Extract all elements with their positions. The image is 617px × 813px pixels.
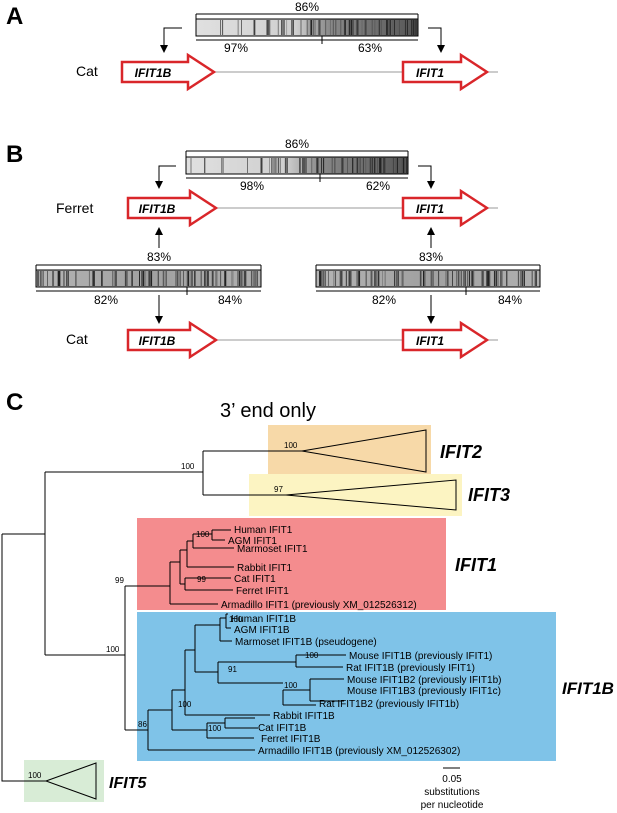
sequence-variation-stripes	[190, 158, 408, 173]
bootstrap-value: 100	[305, 651, 319, 660]
gene-label: IFIT1B	[135, 66, 172, 80]
ifit1b-taxa: Human IFIT1B AGM IFIT1B Marmoset IFIT1B …	[231, 614, 502, 757]
taxon-label: Human IFIT1B	[231, 614, 296, 625]
taxon-label: Rat IFIT1B2 (previously IFIT1b)	[319, 699, 459, 710]
left-segment-identity: 82%	[94, 293, 118, 307]
species-cat-a: Cat	[76, 63, 98, 79]
taxon-label: Marmoset IFIT1	[237, 544, 308, 555]
sequence-variation-stripes	[319, 271, 537, 286]
scale-bar: 0.05 substitutions per nucleotide	[421, 767, 484, 811]
gene-arrow-ifit1b-a: IFIT1B	[120, 52, 217, 92]
bootstrap-value: 100	[196, 530, 210, 539]
right-segment-identity: 84%	[498, 293, 522, 307]
sequence-variation-stripes	[220, 20, 417, 35]
gene-arrow-ifit1-a: IFIT1	[401, 52, 490, 92]
bootstrap-value: 91	[228, 665, 237, 674]
left-mapping-arrow	[158, 165, 176, 183]
bootstrap-value: 100	[284, 681, 298, 690]
taxon-label: Armadillo IFIT1B (previously XM_01252630…	[258, 746, 460, 757]
taxon-label: Rabbit IFIT1B	[273, 711, 335, 722]
bootstrap-value: 99	[115, 576, 124, 585]
clade-label-ifit1: IFIT1	[455, 555, 497, 575]
bootstrap-value: 100	[284, 441, 298, 450]
ifit3-collapsed-triangle	[285, 479, 457, 511]
left-segment-identity: 98%	[240, 179, 264, 193]
right-segment-identity: 62%	[366, 179, 390, 193]
left-mapping-arrow	[163, 27, 182, 47]
taxon-label: Rabbit IFIT1	[237, 563, 292, 574]
taxon-label: Rat IFIT1B (previously IFIT1)	[346, 663, 475, 674]
scale-value: 0.05	[442, 774, 462, 785]
scale-unit-line1: substitutions	[424, 787, 480, 798]
taxon-label: Human IFIT1	[234, 525, 293, 536]
left-segment-identity: 97%	[224, 41, 248, 55]
phylogenetic-tree	[1, 450, 346, 782]
alignment-bar	[35, 269, 262, 288]
right-segment-identity: 63%	[358, 41, 382, 55]
right-segment-identity: 84%	[218, 293, 242, 307]
gene-arrow-ifit1b-cat: IFIT1B	[126, 320, 219, 360]
gene-arrow-ifit1b-ferret: IFIT1B	[126, 188, 219, 228]
clade-label-ifit1b: IFIT1B	[562, 679, 614, 698]
clade-label-ifit3: IFIT3	[468, 485, 510, 505]
taxon-label: Mouse IFIT1B2 (previously IFIT1b)	[347, 675, 502, 686]
panel-a-label: A	[6, 3, 23, 30]
panel-b-label: B	[6, 141, 23, 168]
bootstrap-value: 97	[274, 485, 283, 494]
species-cat-b: Cat	[66, 331, 88, 347]
panel-c-subtitle: 3’ end only	[220, 400, 316, 422]
panel-b: B 86% 98% 62% Ferret IFIT1B IFIT1	[6, 137, 541, 360]
bootstrap-value: 100	[178, 700, 192, 709]
taxon-label: Ferret IFIT1	[236, 586, 289, 597]
panel-c-label: C	[6, 389, 23, 416]
sequence-variation-stripes	[37, 271, 258, 286]
right-mapping-arrow	[418, 165, 432, 183]
left-segment-identity: 82%	[372, 293, 396, 307]
taxon-label: AGM IFIT1	[228, 536, 277, 547]
panel-a: A 86% 97% 63% Cat IFIT1B IFIT1	[6, 0, 498, 92]
clade-label-ifit2: IFIT2	[440, 442, 482, 462]
taxon-label: AGM IFIT1B	[234, 625, 290, 636]
bootstrap-value: 100	[181, 462, 195, 471]
gene-label: IFIT1	[416, 334, 444, 348]
taxon-label: Mouse IFIT1B (previously IFIT1)	[349, 651, 492, 662]
bootstrap-value: 99	[197, 575, 206, 584]
bootstrap-value: 100	[106, 645, 120, 654]
gene-label: IFIT1	[416, 66, 444, 80]
bootstrap-value: 86	[138, 720, 147, 729]
left-box-identity: 83%	[147, 250, 171, 264]
bootstrap-value: 100	[208, 724, 222, 733]
ifit2-collapsed-triangle	[301, 429, 427, 473]
gene-label: IFIT1B	[139, 334, 176, 348]
clade-labels: IFIT2 IFIT3 IFIT1 IFIT1B IFIT5	[109, 442, 614, 792]
ifit1-taxa: Human IFIT1 AGM IFIT1 Marmoset IFIT1 Rab…	[221, 525, 417, 611]
taxon-label: Cat IFIT1	[234, 574, 276, 585]
taxon-label: Marmoset IFIT1B (pseudogene)	[235, 637, 377, 648]
ifit1-clade-box	[137, 518, 446, 610]
gene-label: IFIT1	[416, 202, 444, 216]
taxon-label: Cat IFIT1B	[258, 723, 307, 734]
gene-arrow-ifit1-cat: IFIT1	[401, 320, 490, 360]
bootstrap-values: 100 100 97 100 99 99 100 100 100 91 100 …	[28, 441, 319, 780]
species-ferret: Ferret	[56, 200, 93, 216]
bootstrap-value: 100	[28, 771, 42, 780]
gene-arrow-ifit1-ferret: IFIT1	[401, 188, 490, 228]
taxon-label: Mouse IFIT1B3 (previously IFIT1c)	[347, 686, 501, 697]
overall-identity: 86%	[295, 0, 319, 14]
bootstrap-value: 100	[229, 615, 243, 624]
scale-unit-line2: per nucleotide	[421, 800, 484, 811]
taxon-label: Ferret IFIT1B	[261, 734, 321, 745]
overall-identity: 86%	[285, 137, 309, 151]
gene-label: IFIT1B	[139, 202, 176, 216]
right-box-identity: 83%	[419, 250, 443, 264]
panel-c: C 3’ end only	[1, 389, 614, 811]
right-mapping-arrow	[428, 27, 442, 47]
clade-label-ifit5: IFIT5	[109, 775, 147, 792]
ifit5-collapsed-triangle	[44, 762, 97, 800]
taxon-label: Armadillo IFIT1 (previously XM_012526312…	[221, 600, 417, 611]
